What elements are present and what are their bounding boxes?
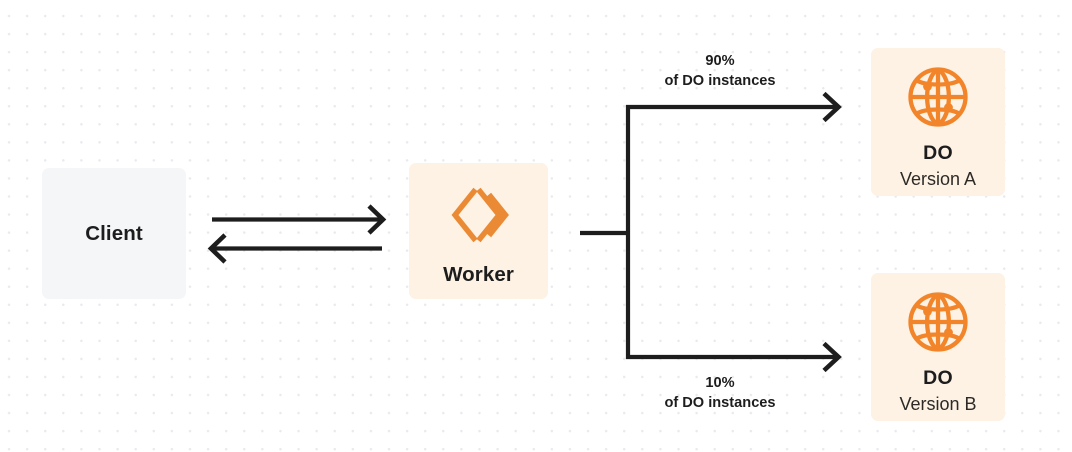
- node-do-version-b-subtitle: Version B: [899, 394, 977, 414]
- edge-worker-to-do-b: [626, 341, 842, 373]
- edge-worker-to-do-a: [626, 91, 842, 123]
- globe-icon: [907, 66, 969, 128]
- edge-label-do-b: 10% of DO instances: [608, 374, 832, 413]
- edge-label-do-a: 90% of DO instances: [608, 52, 832, 91]
- edge-label-do-b-caption: of DO instances: [664, 394, 776, 411]
- node-do-version-a[interactable]: DO Version A: [871, 48, 1005, 196]
- globe-icon: [907, 291, 969, 353]
- edge-client-to-worker: [212, 204, 387, 235]
- edge-label-do-a-caption: of DO instances: [664, 72, 776, 89]
- node-do-version-a-title: DO: [923, 142, 953, 164]
- node-do-version-a-subtitle: Version A: [899, 169, 977, 189]
- edge-label-do-b-percent: 10%: [705, 375, 735, 391]
- worker-chevron-icon: [448, 184, 510, 246]
- node-client[interactable]: Client: [42, 168, 186, 299]
- edge-branch-spine: [580, 105, 631, 359]
- node-client-label: Client: [85, 221, 143, 245]
- node-do-version-b[interactable]: DO Version B: [871, 273, 1005, 421]
- node-do-version-b-title: DO: [923, 367, 953, 389]
- node-worker[interactable]: Worker: [409, 163, 548, 299]
- edge-worker-to-client: [207, 233, 382, 264]
- edge-label-do-a-percent: 90%: [705, 53, 735, 69]
- node-worker-label: Worker: [443, 263, 514, 286]
